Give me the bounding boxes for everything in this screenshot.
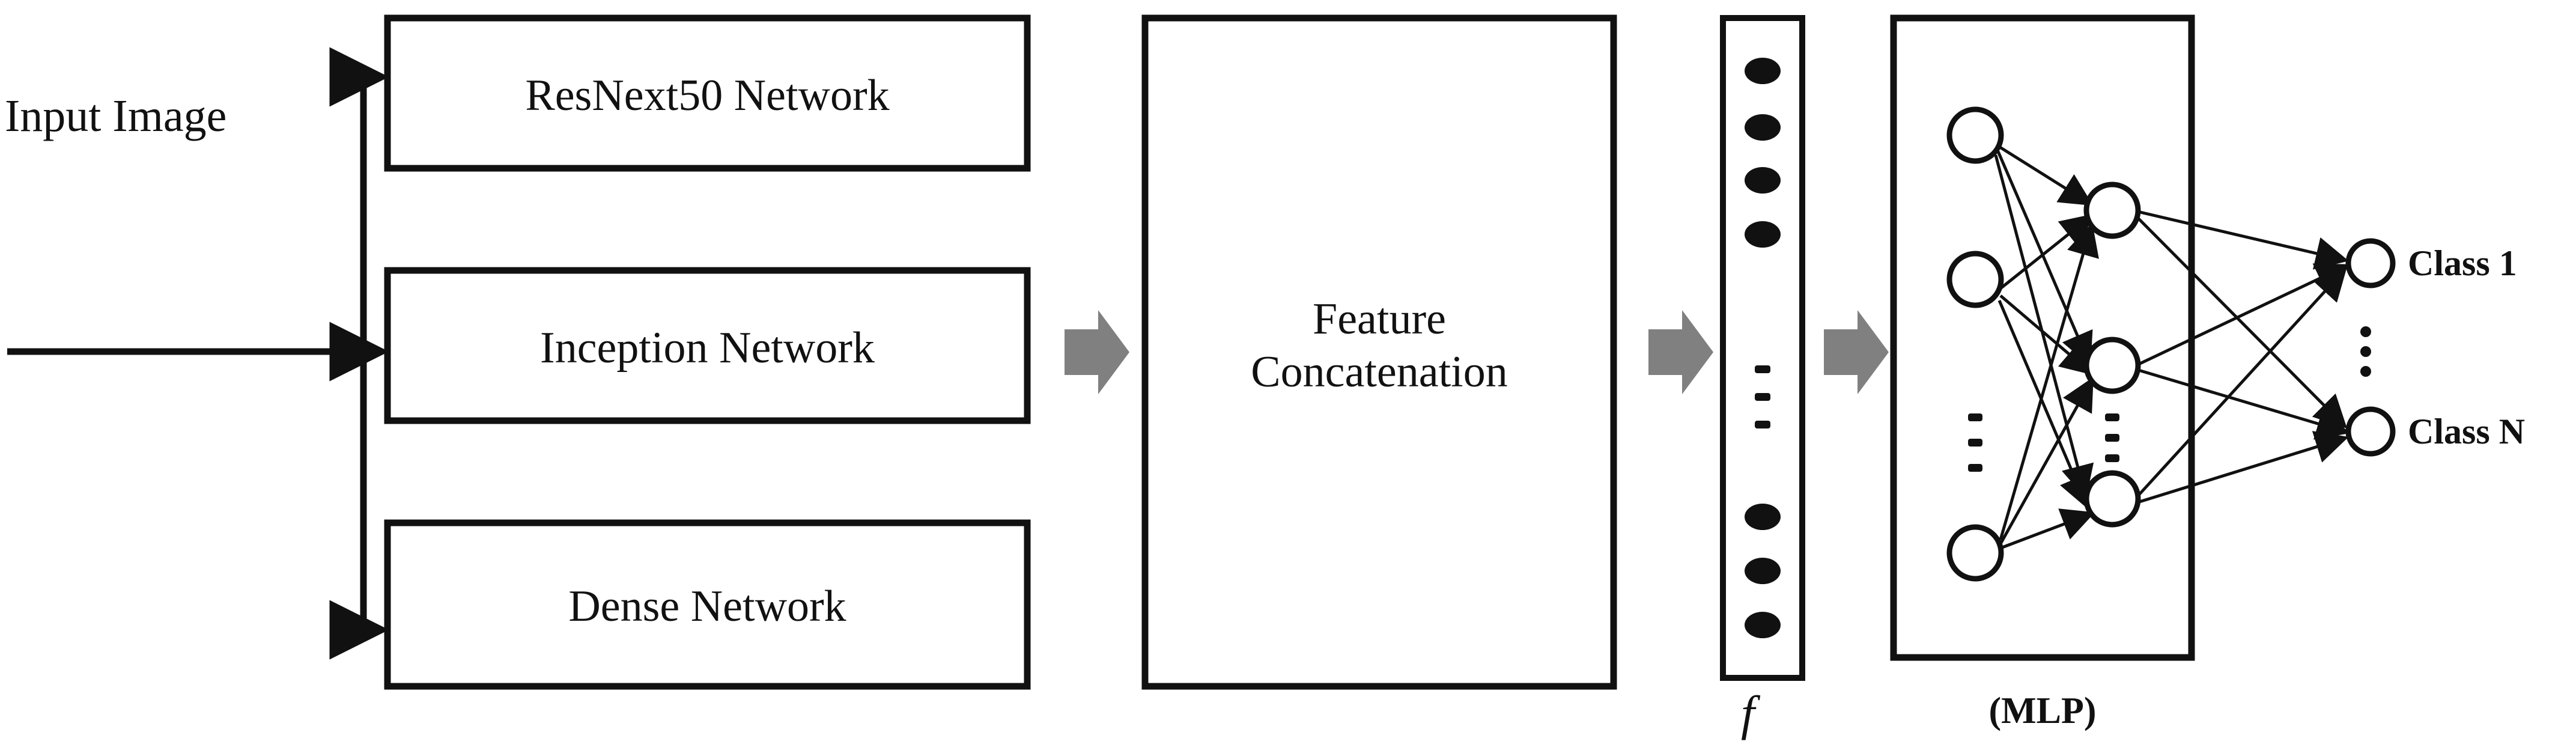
output-node-class-1 [2345,238,2396,288]
mlp-hidden-nodes [2083,181,2141,528]
mlp-edges-input-hidden [1994,144,2099,550]
block-arrow-to-fusion [1065,310,1129,394]
fusion-label-line1: Feature [1313,294,1446,344]
block-arrow-to-mlp [1824,310,1889,394]
backbone-box-1 [384,14,1031,172]
feature-vector-ellipsis-icon [1755,365,1770,428]
output-label-class-1: Class 1 [2408,243,2517,283]
mlp-input-nodes [1946,106,2004,582]
backbone-label-inception: Inception Network [540,323,875,373]
output-node-class-n [2345,406,2396,457]
backbone-box-3 [384,519,1031,690]
branch-bus [329,47,389,660]
backbone-label-resnext50: ResNext50 Network [525,71,890,120]
mlp-input-ellipsis-icon [1968,413,1982,472]
output-ellipsis-icon [2360,326,2371,377]
output-label-class-n: Class N [2408,412,2526,451]
feature-vector-dots [1745,58,1781,638]
mlp-caption-label: (MLP) [1988,691,2097,731]
mlp-hidden-node-2 [2083,337,2141,394]
backbone-box-2 [384,267,1031,424]
feature-vector-symbol-label: f [1741,686,1755,740]
block-arrow-to-vector [1648,310,1713,394]
mlp-input-node-3 [1946,524,2004,582]
backbone-label-dense: Dense Network [568,582,846,631]
feature-concatenation-box [1141,14,1617,690]
fusion-label-line2: Concatenation [1251,347,1508,397]
output-nodes [2345,238,2396,457]
mlp-input-node-2 [1946,251,2004,308]
mlp-hidden-ellipsis-icon [2105,413,2119,462]
mlp-hidden-node-3 [2083,470,2141,528]
input-image-label: Input Image [5,91,227,141]
mlp-input-node-1 [1946,106,2004,164]
mlp-hidden-node-1 [2083,181,2141,239]
mlp-edges-hidden-output [2136,210,2350,504]
mlp-box [1890,14,2195,661]
